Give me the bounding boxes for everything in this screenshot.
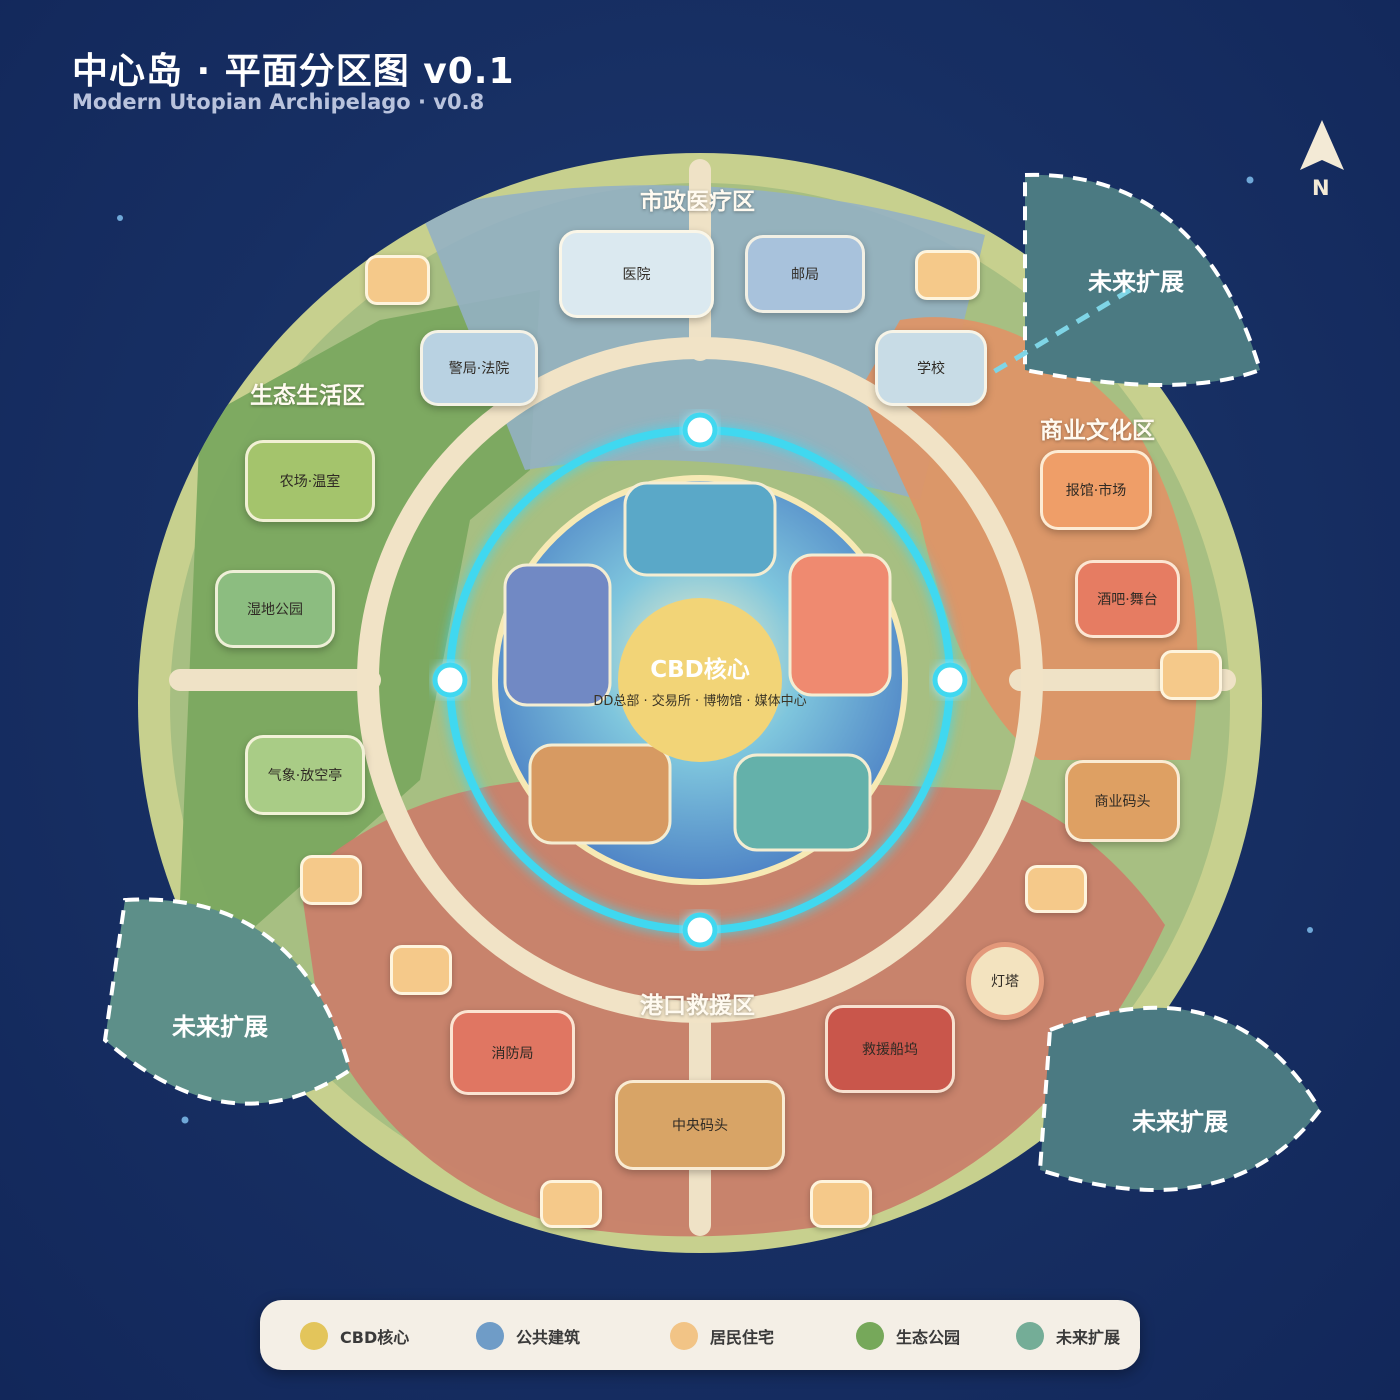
legend-label: 居民住宅 bbox=[710, 1328, 775, 1347]
legend-swatch bbox=[856, 1322, 884, 1350]
map-legend: CBD核心 公共建筑 居民住宅 生态公园 未来扩展 bbox=[260, 1300, 1140, 1370]
future-label-southwest: 未来扩展 bbox=[172, 1013, 268, 1041]
building-rescue-dock[interactable]: 救援船坞 bbox=[825, 1005, 955, 1093]
zone-label-eco: 生态生活区 bbox=[250, 383, 365, 409]
cbd-title: CBD核心 bbox=[650, 657, 750, 683]
legend-swatch bbox=[670, 1322, 698, 1350]
cbd-building-north[interactable] bbox=[623, 481, 777, 577]
building-post-office[interactable]: 邮局 bbox=[745, 235, 865, 313]
page-subtitle: Modern Utopian Archipelago · v0.8 bbox=[72, 90, 485, 114]
future-expansion-southwest[interactable] bbox=[102, 897, 353, 1106]
legend-item-park: 生态公园 bbox=[856, 1322, 960, 1350]
star bbox=[117, 215, 123, 221]
building-commercial-dock[interactable]: 商业码头 bbox=[1065, 760, 1180, 842]
building-wetland[interactable]: 湿地公园 bbox=[215, 570, 335, 648]
future-label-northeast: 未来扩展 bbox=[1088, 268, 1184, 296]
star bbox=[181, 1116, 189, 1124]
north-label: N bbox=[1312, 176, 1330, 200]
building-fire[interactable]: 消防局 bbox=[450, 1010, 575, 1095]
building-police-court[interactable]: 警局·法院 bbox=[420, 330, 538, 406]
legend-item-public: 公共建筑 bbox=[476, 1322, 580, 1350]
residential-house[interactable] bbox=[390, 945, 452, 995]
legend-label: 公共建筑 bbox=[516, 1328, 581, 1347]
star bbox=[1307, 927, 1313, 933]
building-newspaper[interactable]: 报馆·市场 bbox=[1040, 450, 1152, 530]
legend-swatch bbox=[300, 1322, 328, 1350]
commerce-zone bbox=[860, 317, 1198, 760]
legend-item-cbd: CBD核心 bbox=[300, 1322, 409, 1350]
cbd-building-east[interactable] bbox=[788, 553, 892, 697]
zone-label-civic: 市政医疗区 bbox=[640, 189, 755, 215]
building-hospital[interactable]: 医院 bbox=[559, 230, 714, 318]
legend-item-residential: 居民住宅 bbox=[670, 1322, 774, 1350]
legend-swatch bbox=[1016, 1322, 1044, 1350]
residential-house[interactable] bbox=[1160, 650, 1222, 700]
residential-house[interactable] bbox=[810, 1180, 872, 1228]
building-lighthouse[interactable]: 灯塔 bbox=[966, 942, 1044, 1020]
rail-station-west[interactable] bbox=[432, 662, 468, 698]
building-central-dock[interactable]: 中央码头 bbox=[615, 1080, 785, 1170]
residential-house[interactable] bbox=[365, 255, 430, 305]
building-school[interactable]: 学校 bbox=[875, 330, 987, 406]
legend-label: 生态公园 bbox=[896, 1328, 961, 1347]
cbd-building-southwest[interactable] bbox=[528, 743, 672, 845]
legend-label: CBD核心 bbox=[340, 1328, 410, 1347]
north-arrow-icon bbox=[1300, 120, 1344, 170]
building-weather[interactable]: 气象·放空亭 bbox=[245, 735, 365, 815]
rail-station-east[interactable] bbox=[932, 662, 968, 698]
ring-road bbox=[357, 337, 1043, 1023]
star bbox=[1246, 176, 1254, 184]
cbd-building-southeast[interactable] bbox=[733, 753, 872, 852]
residential-house[interactable] bbox=[300, 855, 362, 905]
rail-station-south[interactable] bbox=[682, 912, 718, 948]
building-bar[interactable]: 酒吧·舞台 bbox=[1075, 560, 1180, 638]
future-expansion-northeast[interactable] bbox=[1023, 172, 1263, 387]
page-title: 中心岛 · 平面分区图 v0.1 bbox=[72, 51, 515, 92]
legend-label: 未来扩展 bbox=[1056, 1328, 1121, 1347]
residential-house[interactable] bbox=[1025, 865, 1087, 913]
future-expansion-southeast[interactable] bbox=[1037, 1005, 1323, 1192]
residential-house[interactable] bbox=[540, 1180, 602, 1228]
zone-label-commerce: 商业文化区 bbox=[1040, 418, 1155, 444]
residential-house[interactable] bbox=[915, 250, 980, 300]
zone-label-harbor: 港口救援区 bbox=[640, 993, 755, 1019]
building-farm[interactable]: 农场·温室 bbox=[245, 440, 375, 522]
cbd-center-plaza[interactable] bbox=[618, 598, 782, 762]
cbd-building-west[interactable] bbox=[503, 563, 612, 707]
rail-station-north[interactable] bbox=[682, 412, 718, 448]
cbd-subtitle: DD总部 · 交易所 · 博物馆 · 媒体中心 bbox=[593, 694, 807, 709]
future-label-southeast: 未来扩展 bbox=[1132, 1108, 1228, 1136]
legend-swatch bbox=[476, 1322, 504, 1350]
legend-item-future: 未来扩展 bbox=[1016, 1322, 1120, 1350]
